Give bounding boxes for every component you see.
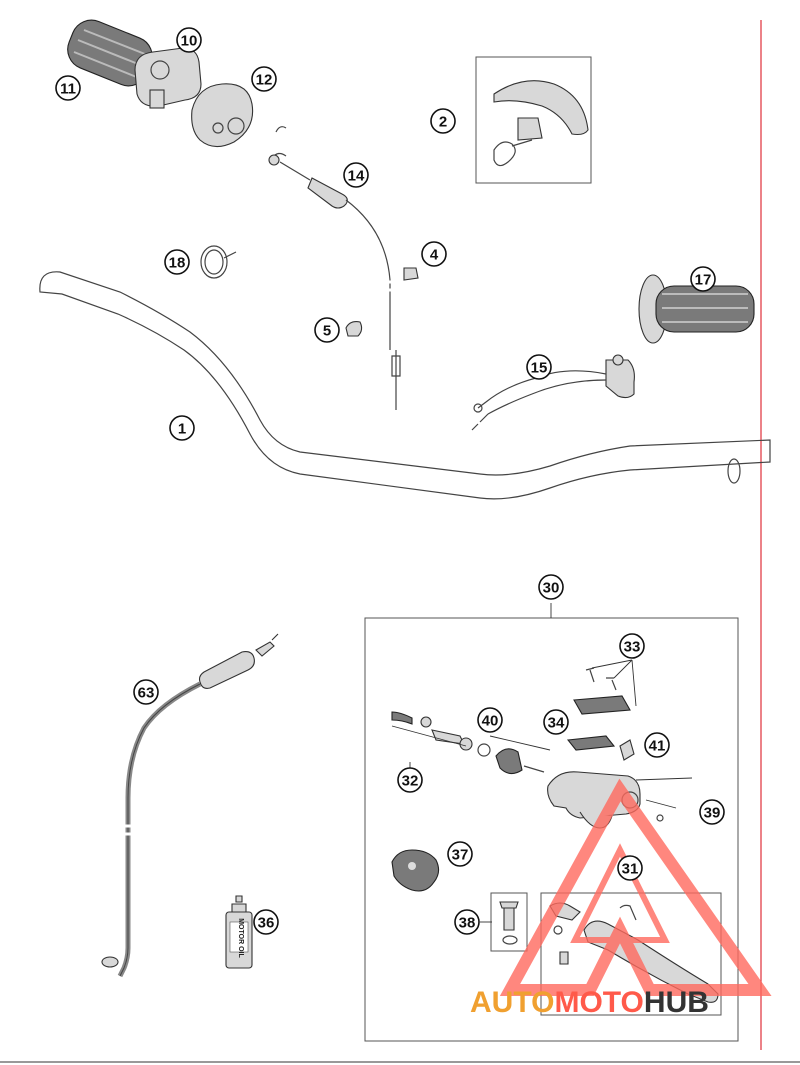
callout-circle xyxy=(617,855,643,881)
callout-17: 17 xyxy=(690,266,716,292)
callout-36: 36 xyxy=(253,909,279,935)
callout-circle xyxy=(543,709,569,735)
watermark-moto: MOTO xyxy=(554,986,643,1019)
watermark-auto: AUTO xyxy=(470,986,554,1019)
callout-label: 63 xyxy=(138,685,155,702)
callout-39: 39 xyxy=(699,799,725,825)
callout-circle xyxy=(699,799,725,825)
callout-label: 5 xyxy=(323,323,331,340)
callout-circle xyxy=(164,249,190,275)
callout-63: 63 xyxy=(133,679,159,705)
callout-41: 41 xyxy=(644,732,670,758)
callout-12: 12 xyxy=(251,66,277,92)
callout-circle xyxy=(343,162,369,188)
hydraulic-line xyxy=(101,633,279,978)
handlebar xyxy=(39,271,771,500)
pin xyxy=(656,814,664,822)
callout-38: 38 xyxy=(454,909,480,935)
bleed-screw xyxy=(619,739,635,761)
left-grip xyxy=(638,274,755,344)
callout-circle xyxy=(644,732,670,758)
watermark-hub: HUB xyxy=(644,986,709,1019)
callout-circle xyxy=(253,909,279,935)
callout-37: 37 xyxy=(447,841,473,867)
cable-tie xyxy=(200,245,237,279)
hand-guard-frame xyxy=(475,56,592,184)
callout-circle xyxy=(55,75,81,101)
callout-label: 14 xyxy=(348,168,365,185)
callout-label: 38 xyxy=(459,915,476,932)
callout-label: 34 xyxy=(548,715,565,732)
clutch-assembly-frame xyxy=(364,617,739,1042)
callout-label: 17 xyxy=(695,272,712,289)
callout-34: 34 xyxy=(543,709,569,735)
callout-circle xyxy=(477,707,503,733)
callout-circle xyxy=(397,767,423,793)
callout-32: 32 xyxy=(397,767,423,793)
callout-1: 1 xyxy=(169,415,195,441)
callout-label: 12 xyxy=(256,72,273,89)
callout-label: 1 xyxy=(178,421,186,438)
callout-circle xyxy=(454,909,480,935)
callout-circle xyxy=(169,415,195,441)
callout-30: 30 xyxy=(538,574,564,600)
svg-text:AUTOMOTOHUB: AUTOMOTOHUB xyxy=(470,986,709,1019)
kill-switch xyxy=(471,354,635,431)
cable-clip xyxy=(345,321,363,337)
callout-circle xyxy=(421,241,447,267)
callout-label: 30 xyxy=(543,580,560,597)
oil-bottle xyxy=(225,895,253,969)
reservoir-screws xyxy=(573,667,631,715)
hand-guard xyxy=(493,80,589,167)
callout-circle xyxy=(690,266,716,292)
callout-40: 40 xyxy=(477,707,503,733)
nut xyxy=(403,267,419,281)
lever-frame xyxy=(540,892,722,1016)
throttle-cable xyxy=(268,126,412,410)
callout-label: 31 xyxy=(622,861,639,878)
clamp xyxy=(391,849,440,892)
callout-4: 4 xyxy=(421,241,447,267)
callout-label: 11 xyxy=(60,81,76,98)
callout-label: 41 xyxy=(649,738,666,755)
callout-label: 2 xyxy=(439,114,447,131)
callout-10: 10 xyxy=(176,27,202,53)
callout-label: 15 xyxy=(531,360,548,377)
watermark-text: AUTOMOTOHUB xyxy=(470,986,709,1019)
callout-label: 37 xyxy=(452,847,469,864)
boot-and-pushrod xyxy=(477,743,545,775)
callout-33: 33 xyxy=(619,633,645,659)
callout-14: 14 xyxy=(343,162,369,188)
callout-circle xyxy=(447,841,473,867)
callout-label: 33 xyxy=(624,639,641,656)
reservoir-cover xyxy=(566,735,616,751)
throttle-housing xyxy=(134,47,202,109)
callout-label: 36 xyxy=(258,915,275,932)
callout-circle xyxy=(133,679,159,705)
pivot-bolt xyxy=(499,901,519,945)
callout-label: 18 xyxy=(169,255,186,272)
callout-5: 5 xyxy=(314,317,340,343)
callout-circle xyxy=(538,574,564,600)
callout-circle xyxy=(526,354,552,380)
watermark-logo xyxy=(499,778,772,996)
callout-label: 40 xyxy=(482,713,499,730)
oil-bottle-label: MOTOR OIL xyxy=(237,918,244,958)
callout-15: 15 xyxy=(526,354,552,380)
throttle-cover xyxy=(191,83,254,148)
callout-label: 32 xyxy=(402,773,419,790)
callout-circle xyxy=(619,633,645,659)
callout-label: 4 xyxy=(430,247,439,264)
callout-circle xyxy=(176,27,202,53)
callout-circle xyxy=(251,66,277,92)
callout-2: 2 xyxy=(430,108,456,134)
callout-11: 11 xyxy=(55,75,81,101)
callout-18: 18 xyxy=(164,249,190,275)
callout-label: 10 xyxy=(181,33,198,50)
callout-31: 31 xyxy=(617,855,643,881)
callout-circle xyxy=(430,108,456,134)
callout-circle xyxy=(314,317,340,343)
callout-label: 39 xyxy=(704,805,721,822)
